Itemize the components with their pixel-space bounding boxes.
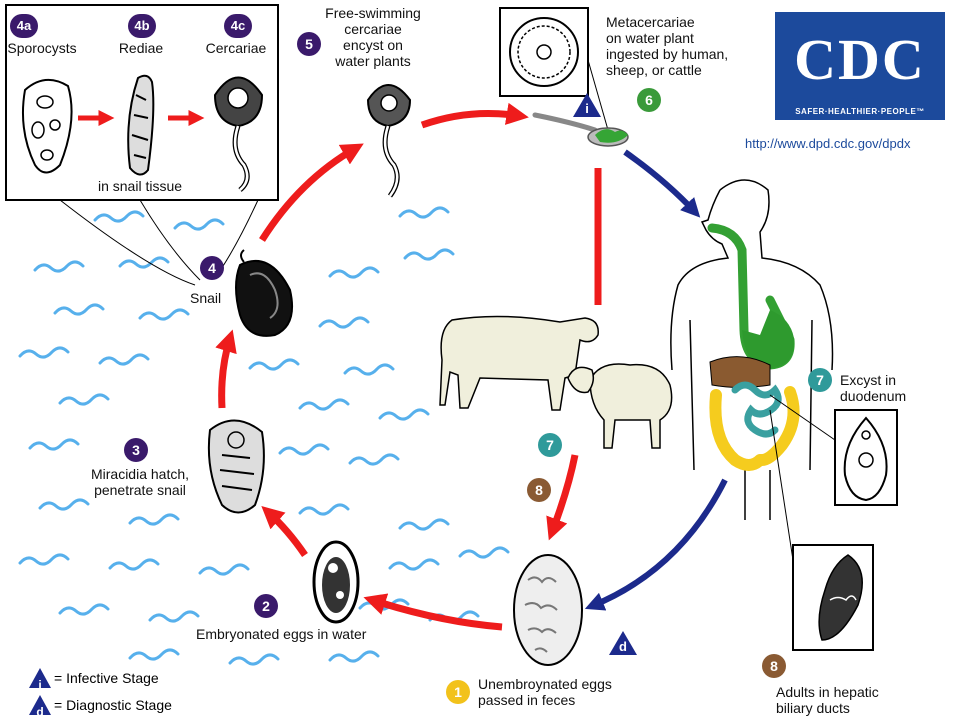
redia-icon <box>127 74 155 176</box>
infective-stage-marker: i <box>572 92 602 118</box>
liver-icon <box>709 356 771 388</box>
legend-diagnostic: d = Diagnostic Stage <box>28 692 172 719</box>
arrow-eggs-to-embryonated <box>363 593 503 631</box>
connector-line <box>59 199 196 286</box>
badge-2: 2 <box>254 594 278 618</box>
cdc-logo: CDC SAFER·HEALTHIER·PEOPLE™ <box>775 12 945 120</box>
label-stage-2: Embryonated eggs in water <box>196 626 367 642</box>
metacercaria-icon <box>499 7 609 131</box>
miracidium-icon <box>207 419 265 514</box>
badge-4c: 4c <box>224 14 252 38</box>
arrow-cercariae-to-plant <box>420 102 529 129</box>
cercaria-icon <box>213 76 264 192</box>
arrow-ingestion <box>623 149 701 218</box>
spoon-icon <box>532 112 629 147</box>
arrow-human-to-eggs <box>584 478 728 611</box>
badge-5: 5 <box>297 32 321 56</box>
snail-icon <box>235 249 294 337</box>
arrow-embryonated-to-miracidia <box>261 506 308 557</box>
connector-line <box>139 199 201 281</box>
infective-legend-icon: i <box>28 667 52 692</box>
human-icon <box>670 179 834 520</box>
legend-infective: i = Infective Stage <box>28 665 159 692</box>
sporocyst-icon <box>22 79 73 174</box>
diagnostic-stage-marker: d <box>608 630 638 656</box>
small-intestine <box>731 381 782 438</box>
unembryonated-egg-icon <box>513 554 583 666</box>
stomach-icon <box>742 310 795 368</box>
badge-4: 4 <box>200 256 224 280</box>
embryonated-egg-icon <box>312 540 360 624</box>
badge-4a: 4a <box>10 14 38 38</box>
label-in-snail-tissue: in snail tissue <box>97 178 183 194</box>
badge-8-animal: 8 <box>527 478 551 502</box>
arrow-miracidia-to-snail <box>215 329 237 409</box>
cdc-url: http://www.dpd.cdc.gov/dpdx <box>745 136 911 151</box>
badge-4b: 4b <box>128 14 156 38</box>
excysted-fluke-icon <box>769 394 898 506</box>
arrow-snail-to-cercariae <box>259 143 364 242</box>
adult-fluke-icon <box>769 409 874 651</box>
large-intestine <box>709 386 800 471</box>
arrow-animals-to-eggs <box>546 454 579 541</box>
sheep-icon <box>567 363 673 449</box>
label-sporocysts: Sporocysts <box>7 40 77 56</box>
label-stage-3: Miracidia hatch,penetrate snail <box>90 466 190 498</box>
badge-3: 3 <box>124 438 148 462</box>
label-snail: Snail <box>190 290 222 306</box>
free-cercaria-icon <box>366 84 412 198</box>
label-cercariae: Cercariae <box>205 40 267 56</box>
badge-1: 1 <box>446 680 470 704</box>
badge-6: 6 <box>637 88 661 112</box>
diagnostic-legend-icon: d <box>28 694 52 719</box>
label-rediae: Rediae <box>118 40 164 56</box>
badge-7: 7 <box>808 368 832 392</box>
cow-icon <box>439 315 599 411</box>
badge-8: 8 <box>762 654 786 678</box>
badge-7-animal: 7 <box>538 433 562 457</box>
